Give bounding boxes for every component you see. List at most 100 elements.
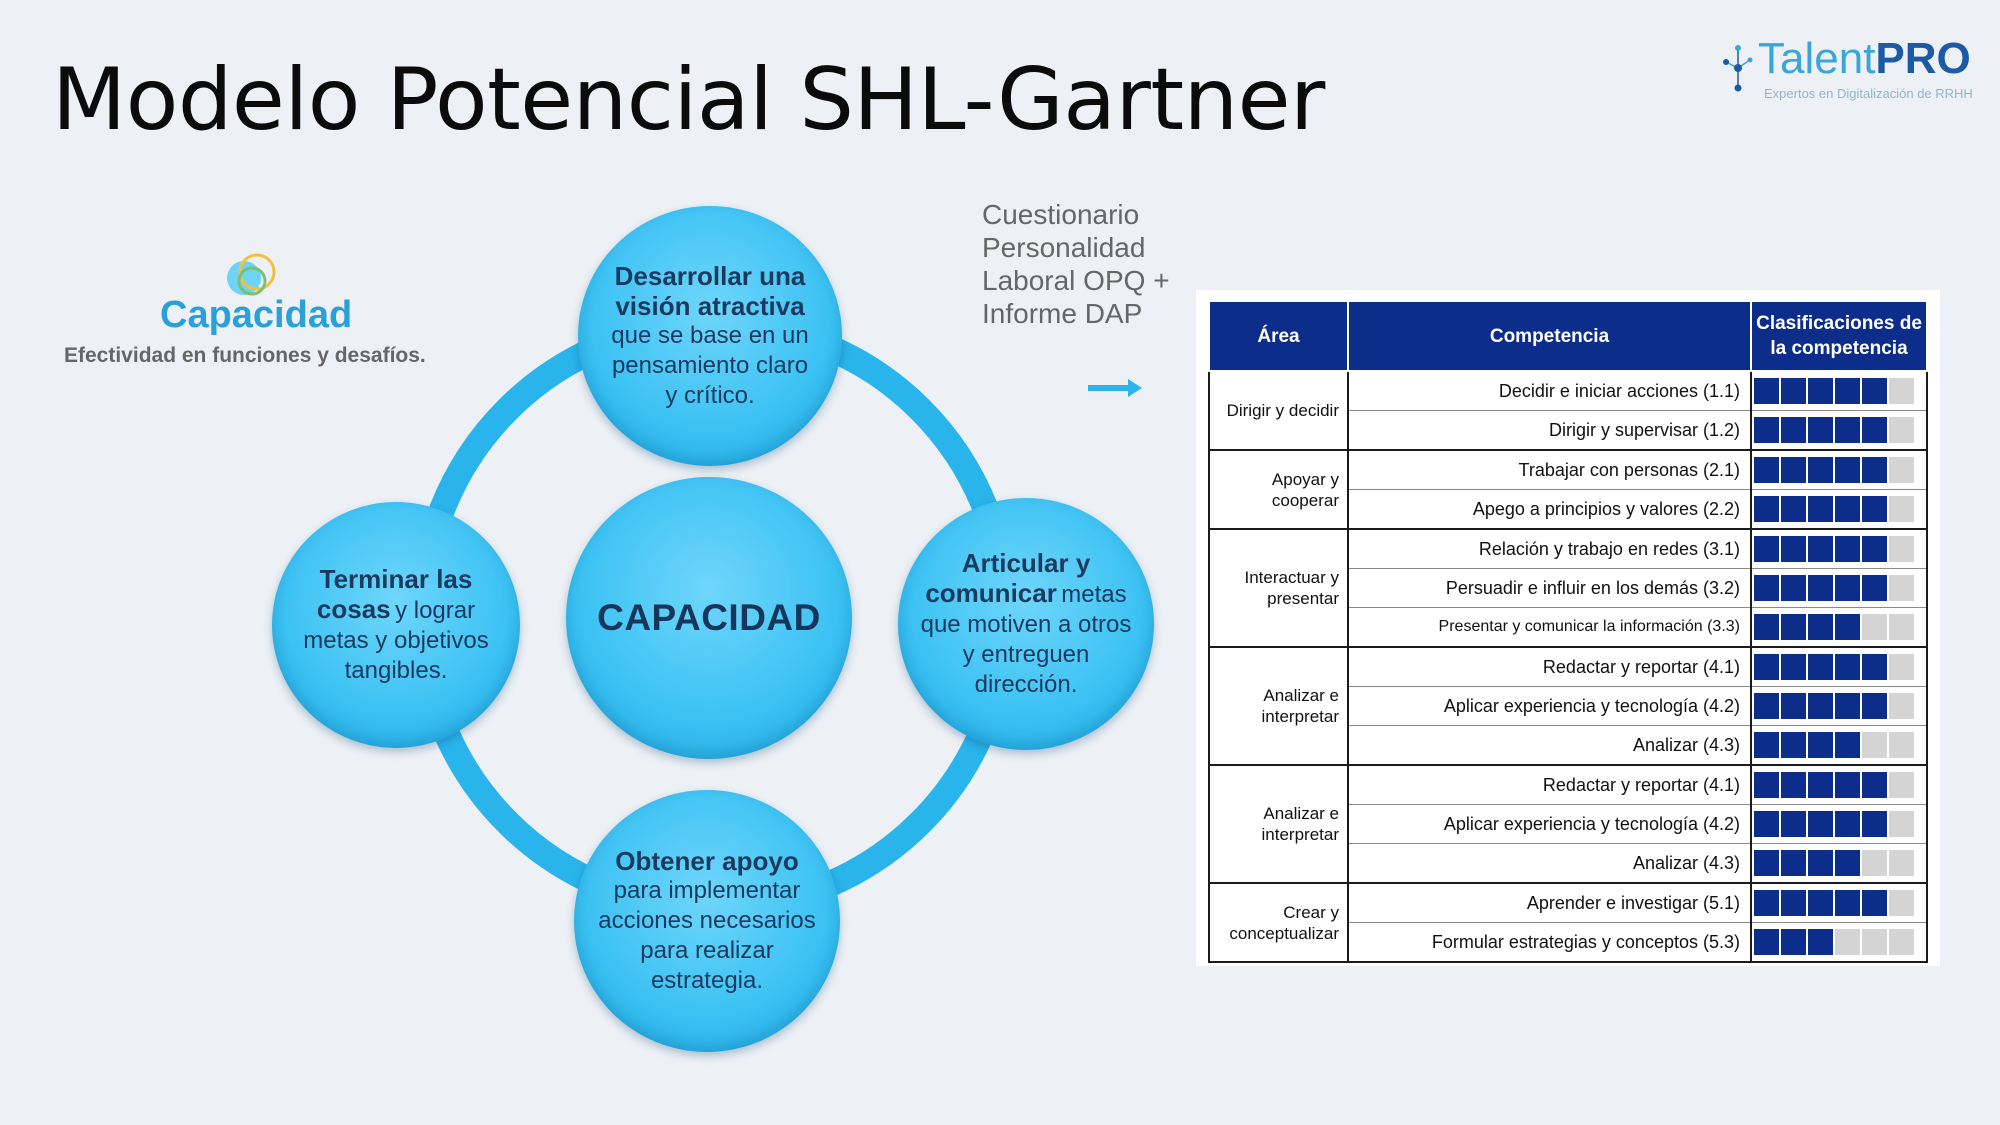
logo-wordmark: TalentPRO <box>1758 34 1971 83</box>
arrow-right-icon <box>1088 379 1142 397</box>
rating-segment-filled <box>1781 772 1806 798</box>
rating-segment-empty <box>1889 654 1914 680</box>
rating-segment-filled <box>1808 575 1833 601</box>
node-right-bold: Articular y comunicar <box>925 548 1091 608</box>
rating-cell <box>1750 371 1928 411</box>
rating-segment-filled <box>1754 850 1779 876</box>
rating-segment-filled <box>1781 575 1806 601</box>
competencia-cell: Persuadir e influir en los demás (3.2) <box>1348 568 1751 608</box>
rating-segment-filled <box>1781 654 1806 680</box>
rating-segment-filled <box>1808 457 1833 483</box>
rating-segment-filled <box>1808 417 1833 443</box>
rating-segment-filled <box>1781 811 1806 837</box>
competencia-cell: Analizar (4.3) <box>1348 725 1751 766</box>
table-row: Analizar (4.3) <box>1209 725 1928 766</box>
competencia-cell: Dirigir y supervisar (1.2) <box>1348 410 1751 451</box>
area-cell: Analizar e interpretar <box>1208 765 1349 884</box>
rating-bar <box>1754 654 1926 680</box>
rating-bar <box>1754 536 1926 562</box>
rating-segment-filled <box>1754 496 1779 522</box>
rating-cell <box>1750 568 1928 608</box>
rating-segment-filled <box>1781 496 1806 522</box>
node-bottom-bold: Obtener apoyo <box>615 846 799 876</box>
rating-segment-filled <box>1808 378 1833 404</box>
rating-segment-filled <box>1862 890 1887 916</box>
rating-segment-filled <box>1862 536 1887 562</box>
capacidad-subtitle: Efectividad en funciones y desafíos. <box>64 344 426 367</box>
node-left-text: y lograr metas y objetivos tangibles. <box>303 597 489 684</box>
competencia-cell: Redactar y reportar (4.1) <box>1348 647 1751 687</box>
rating-segment-filled <box>1862 575 1887 601</box>
node-terminar-cosas: Terminar las cosas y lograr metas y obje… <box>272 502 520 748</box>
rating-segment-filled <box>1862 654 1887 680</box>
rating-segment-empty <box>1835 929 1860 955</box>
rating-bar <box>1754 496 1926 522</box>
header-area: Área <box>1208 302 1349 372</box>
rating-bar <box>1754 614 1926 640</box>
rating-segment-empty <box>1862 732 1887 758</box>
overlapping-circles-icon <box>227 253 276 296</box>
competency-table: Área Competencia Clasificaciones de la c… <box>1196 290 1940 966</box>
competencia-cell: Aplicar experiencia y tecnología (4.2) <box>1348 686 1751 726</box>
rating-segment-filled <box>1754 378 1779 404</box>
rating-segment-filled <box>1754 811 1779 837</box>
rating-segment-filled <box>1835 536 1860 562</box>
competencia-cell: Aprender e investigar (5.1) <box>1348 883 1751 923</box>
rating-segment-filled <box>1754 457 1779 483</box>
node-top-text: que se base en un pensamiento claro y cr… <box>611 322 809 409</box>
rating-bar <box>1754 575 1926 601</box>
rating-segment-empty <box>1889 929 1914 955</box>
rating-segment-filled <box>1835 890 1860 916</box>
rating-segment-empty <box>1889 378 1914 404</box>
rating-segment-filled <box>1862 811 1887 837</box>
page-title: Modelo Potencial SHL-Gartner <box>52 50 1325 150</box>
table-row: Aplicar experiencia y tecnología (4.2) <box>1209 686 1928 726</box>
header-competencia: Competencia <box>1347 302 1752 372</box>
competencia-cell: Presentar y comunicar la información (3.… <box>1348 607 1751 648</box>
rating-cell <box>1750 804 1928 844</box>
node-top-bold: Desarrollar una visión atractiva <box>614 261 806 321</box>
table-row: Formular estrategias y conceptos (5.3) <box>1209 922 1928 963</box>
rating-bar <box>1754 417 1926 443</box>
rating-segment-filled <box>1835 732 1860 758</box>
table-row: Persuadir e influir en los demás (3.2) <box>1209 568 1928 608</box>
rating-segment-filled <box>1754 417 1779 443</box>
rating-cell <box>1750 725 1928 766</box>
talentpro-logo: TalentPRO Expertos en Digitalización de … <box>1722 34 1973 104</box>
rating-cell <box>1750 607 1928 648</box>
rating-segment-filled <box>1754 929 1779 955</box>
rating-segment-empty <box>1889 614 1914 640</box>
rating-segment-empty <box>1889 811 1914 837</box>
table-row: Dirigir y supervisar (1.2) <box>1209 410 1928 451</box>
rating-segment-filled <box>1754 575 1779 601</box>
rating-segment-filled <box>1781 457 1806 483</box>
rating-cell <box>1750 686 1928 726</box>
rating-segment-filled <box>1808 772 1833 798</box>
header-clasificaciones: Clasificaciones de la competencia <box>1750 302 1928 372</box>
competencia-cell: Apego a principios y valores (2.2) <box>1348 489 1751 530</box>
rating-segment-empty <box>1889 850 1914 876</box>
capacidad-heading: Capacidad <box>160 294 353 336</box>
rating-segment-empty <box>1889 536 1914 562</box>
rating-cell <box>1750 647 1928 687</box>
rating-segment-filled <box>1781 417 1806 443</box>
rating-segment-filled <box>1808 811 1833 837</box>
rating-bar <box>1754 457 1926 483</box>
rating-cell <box>1750 765 1928 805</box>
rating-bar <box>1754 929 1926 955</box>
rating-segment-filled <box>1781 929 1806 955</box>
rating-segment-filled <box>1754 654 1779 680</box>
rating-segment-filled <box>1808 614 1833 640</box>
logo-tagline: Expertos en Digitalización de RRHH <box>1764 86 1973 101</box>
node-capacidad: CAPACIDAD <box>566 477 852 759</box>
node-obtener-apoyo: Obtener apoyo para implementar acciones … <box>574 790 840 1052</box>
rating-segment-filled <box>1781 890 1806 916</box>
area-cell: Apoyar y cooperar <box>1208 450 1349 530</box>
competencia-cell: Analizar (4.3) <box>1348 843 1751 884</box>
rating-segment-filled <box>1862 496 1887 522</box>
node-right-text: metas que motiven a otros y entreguen di… <box>920 581 1132 698</box>
rating-segment-filled <box>1781 693 1806 719</box>
